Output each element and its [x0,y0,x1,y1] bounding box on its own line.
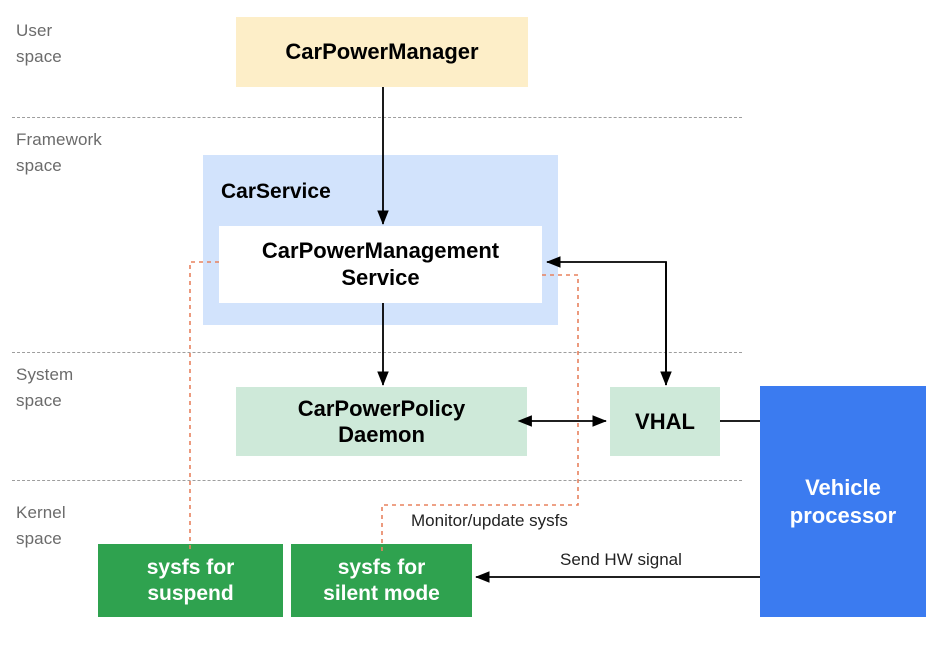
node-sysfs-for-suspend[interactable]: sysfs for suspend [98,544,283,617]
arrow-vhal-to-cpms [546,256,667,385]
layer-label-system-space: System space [16,365,74,410]
node-vhal[interactable]: VHAL [610,387,720,456]
layer-label-framework-space: Framework space [16,130,102,175]
divider-user-framework [12,117,742,118]
divider-system-kernel [12,480,742,481]
node-car-power-management-service[interactable]: CarPowerManagement Service [219,226,542,303]
node-car-power-manager[interactable]: CarPowerManager [236,17,528,87]
divider-framework-system [12,352,742,353]
layer-label-user-space: User space [16,21,62,66]
edge-label-send-hw-signal: Send HW signal [560,550,682,569]
node-car-service-label: CarService [221,180,331,203]
node-sysfs-for-silent-mode[interactable]: sysfs for silent mode [291,544,472,617]
node-vehicle-processor[interactable]: Vehicle processor [760,386,926,617]
edge-label-monitor-update-sysfs: Monitor/update sysfs [411,511,568,530]
node-car-power-policy-daemon[interactable]: CarPowerPolicy Daemon [236,387,527,456]
node-car-service[interactable]: CarService CarPowerManagement Service [203,155,558,325]
layer-label-kernel-space: Kernel space [16,503,66,548]
